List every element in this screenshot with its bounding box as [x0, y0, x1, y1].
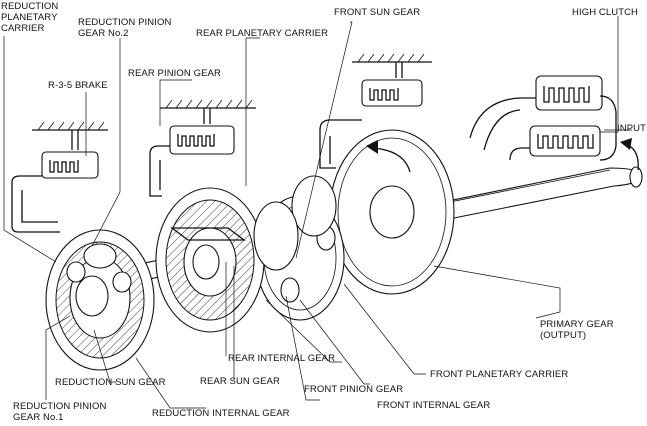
drum-outlines — [11, 95, 617, 233]
label-front-sun-gear: FRONT SUN GEAR — [334, 7, 421, 18]
label-front-pinion-gear: FRONT PINION GEAR — [304, 384, 404, 395]
ground-right — [352, 53, 432, 63]
r35-brake-pack — [41, 130, 99, 179]
label-rear-internal-gear: REAR INTERNAL GEAR — [228, 353, 336, 364]
rear-brake-pack — [169, 108, 235, 155]
front-brake-pack — [361, 62, 423, 107]
high-clutch-pack — [529, 75, 603, 157]
label-front-internal-gear: FRONT INTERNAL GEAR — [377, 400, 491, 411]
primary-gear-disc — [329, 129, 455, 295]
label-input: INPUT — [617, 123, 646, 134]
rotation-arrows — [366, 138, 639, 173]
label-front-planetary-carrier: FRONT PLANETARY CARRIER — [430, 369, 569, 380]
label-reduction-sun-gear: REDUCTION SUN GEAR — [55, 377, 166, 388]
label-high-clutch: HIGH CLUTCH — [572, 7, 639, 18]
rear-planetary-set — [155, 187, 299, 333]
housing-ground-hatches — [32, 53, 432, 131]
label-rear-sun-gear: REAR SUN GEAR — [200, 376, 280, 387]
label-reduction-planetary-carrier: REDUCTION PLANETARY CARRIER — [1, 1, 59, 34]
label-rear-pinion-gear: REAR PINION GEAR — [128, 68, 221, 79]
label-rear-planetary-carrier: REAR PLANETARY CARRIER — [196, 28, 329, 39]
label-reduction-internal-gear: REDUCTION INTERNAL GEAR — [152, 408, 290, 419]
ground-mid — [160, 99, 256, 109]
leader-lines — [3, 16, 632, 409]
label-primary-gear: PRIMARY GEAR (OUTPUT) — [540, 319, 614, 341]
label-reduction-pinion-gear-no1: REDUCTION PINION GEAR No.1 — [13, 401, 107, 423]
ground-left — [32, 121, 108, 131]
label-reduction-pinion-gear-no2: REDUCTION PINION GEAR No.2 — [78, 17, 172, 39]
reduction-planetary-set — [45, 229, 155, 371]
label-r35-brake: R-3-5 BRAKE — [48, 80, 108, 91]
